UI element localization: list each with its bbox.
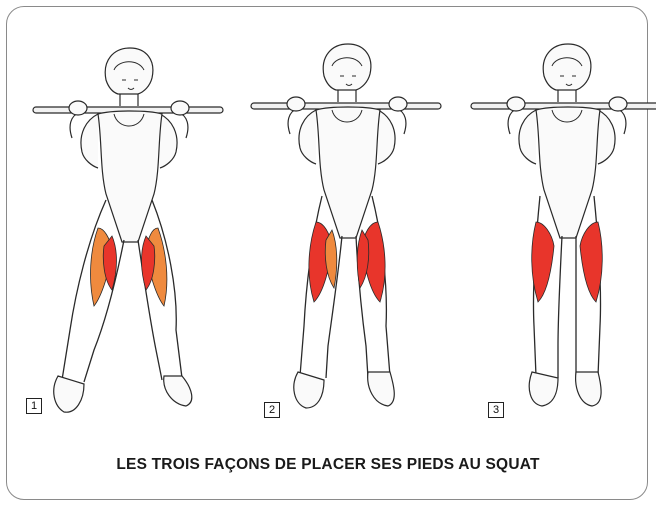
figure-2 — [251, 44, 441, 408]
figure-3 — [471, 44, 656, 406]
figure-1-number: 1 — [26, 398, 42, 414]
figure-2-number: 2 — [264, 402, 280, 418]
figure-1 — [33, 48, 223, 412]
figure-3-number: 3 — [488, 402, 504, 418]
caption: LES TROIS FAÇONS DE PLACER SES PIEDS AU … — [0, 456, 656, 474]
